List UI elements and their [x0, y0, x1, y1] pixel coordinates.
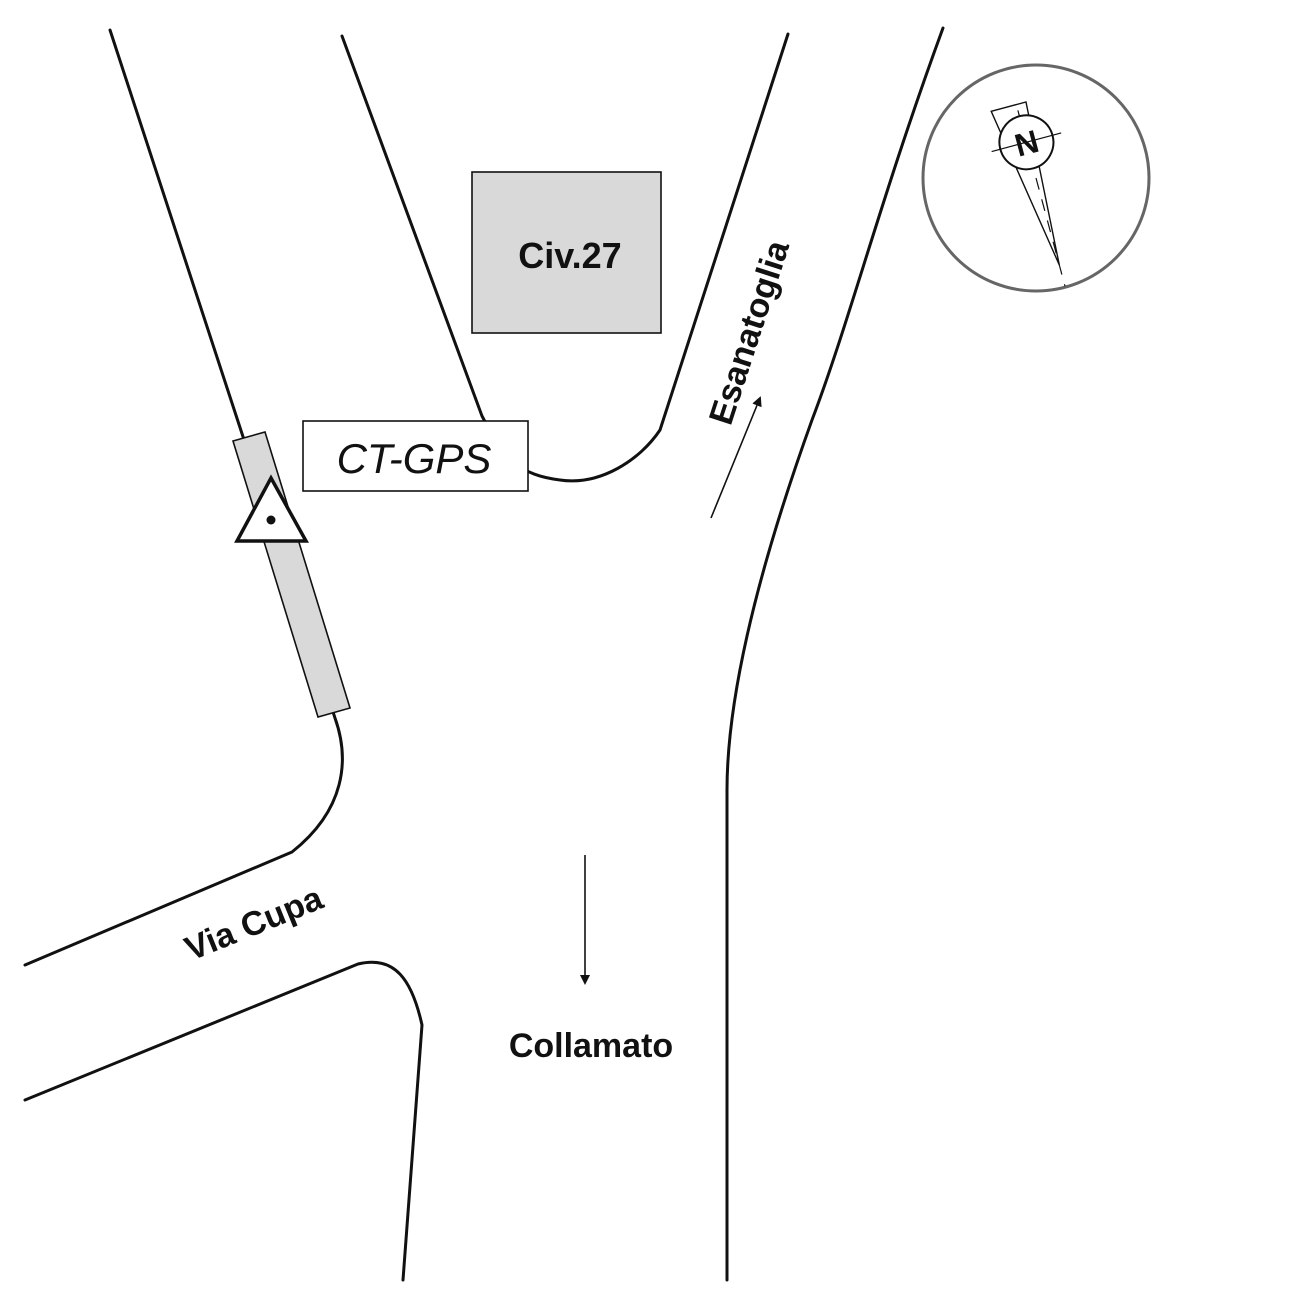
arrow-to-esanatoglia	[710, 396, 762, 519]
station-label-box	[302, 420, 529, 492]
road-label-via-cupa: Via Cupa	[180, 879, 330, 969]
station-label: CT-GPS	[337, 435, 492, 482]
road-edge-east	[725, 26, 945, 1282]
road-label-esanatoglia: Esanatoglia	[702, 235, 797, 429]
road-label-collamato: Collamato	[509, 1027, 673, 1065]
building-civ27	[471, 171, 662, 334]
road-edge-west-upper	[23, 28, 344, 967]
triangle-survey-point-icon	[234, 474, 309, 543]
north-arrow-icon: N	[921, 63, 1151, 293]
road-edge-south-west-block	[23, 960, 424, 1282]
building-label: Civ.27	[518, 235, 621, 276]
